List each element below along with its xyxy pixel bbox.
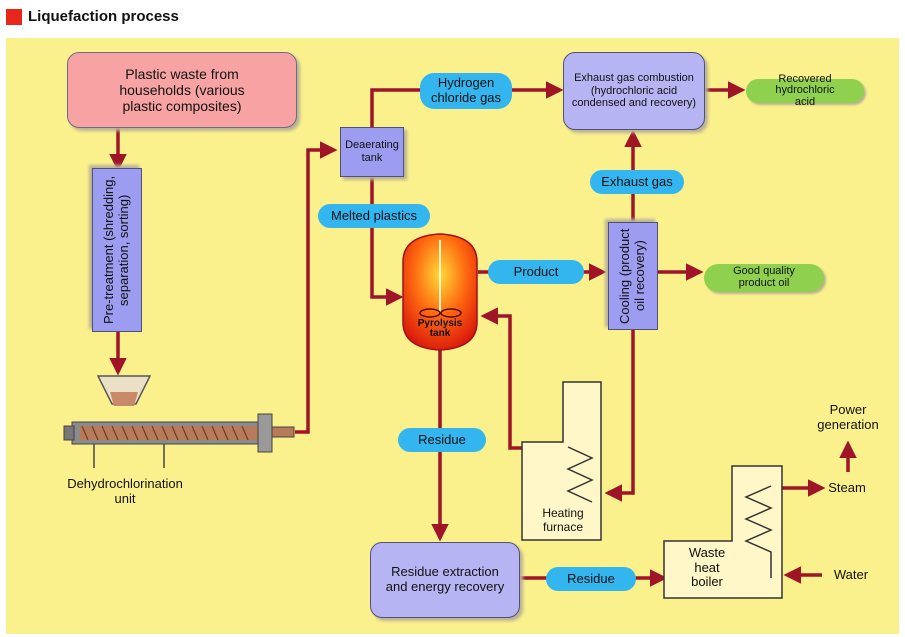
node-plastic-waste: Plastic waste from households (various p… xyxy=(67,52,297,128)
pill-melted-plastics: Melted plastics xyxy=(318,204,430,228)
node-cooling-product-oil-recovery: Cooling (product oil recovery) xyxy=(608,222,658,330)
pill-recovered-hydrochloric-acid: Recovered hydrochloric acid xyxy=(746,73,864,108)
pill-good-quality-product-oil: Good quality product oil xyxy=(704,264,824,292)
pill-residue-to-boiler: Residue xyxy=(546,567,636,591)
node-deaerating-tank: Deaerating tank xyxy=(340,127,404,177)
label-heating-furnace: Heating furnace xyxy=(542,506,584,534)
arrow-furnace-to-pyrolysis xyxy=(480,307,527,450)
flow-arrows xyxy=(109,81,857,587)
label-dehydrochlorination-unit: Dehydrochlorination unit xyxy=(67,476,183,506)
node-residue-extraction: Residue extraction and energy recovery xyxy=(370,542,520,618)
pill-exhaust-gas: Exhaust gas xyxy=(590,170,684,194)
heating-furnace-drawing xyxy=(521,381,602,541)
pill-product: Product xyxy=(488,260,584,284)
pill-residue: Residue xyxy=(398,428,486,452)
label-waste-heat-boiler: Waste heat boiler xyxy=(688,544,726,590)
dehydrochlorination-unit-drawing xyxy=(63,375,295,468)
node-pretreatment: Pre-treatment (shredding, separation, so… xyxy=(92,168,142,332)
label-power-generation: Power generation xyxy=(817,402,879,432)
waste-heat-boiler-drawing xyxy=(663,465,783,599)
arrow-cooling-to-furnace xyxy=(604,330,635,502)
node-exhaust-gas-combustion: Exhaust gas combustion (hydrochloric aci… xyxy=(563,52,705,130)
pyrolysis-tank-drawing xyxy=(402,233,478,351)
pill-hydrogen-chloride: Hydrogen chloride gas xyxy=(420,73,512,109)
label-pyrolysis-tank: Pyrolysis tank xyxy=(417,317,463,339)
title-marker xyxy=(6,9,22,25)
arrow-dehydro-to-deaerating xyxy=(295,141,338,434)
label-steam: Steam xyxy=(828,479,866,495)
label-water: Water xyxy=(833,566,869,582)
diagram-title: Liquefaction process xyxy=(28,8,179,25)
